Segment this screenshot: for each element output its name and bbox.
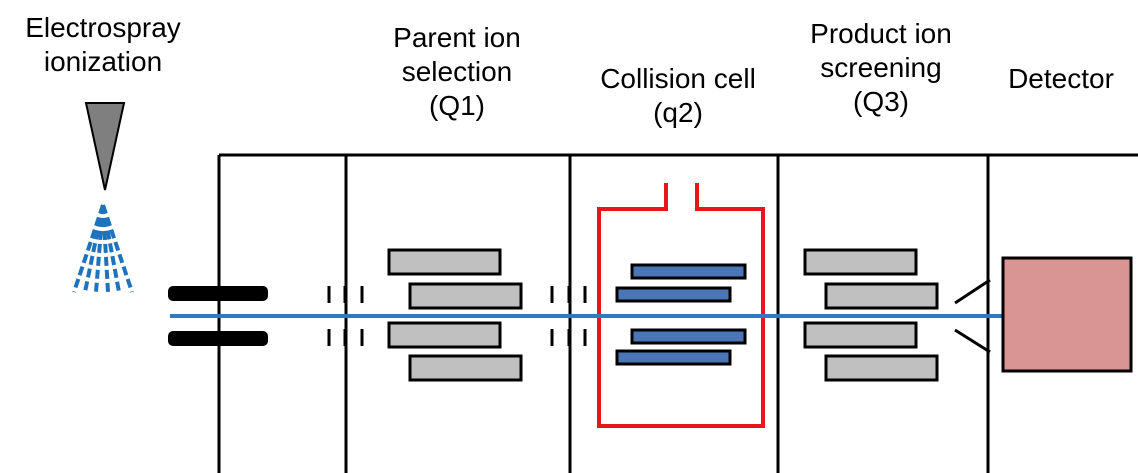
q3-quadrupole-rods bbox=[803, 248, 939, 382]
detector-block-icon bbox=[1001, 256, 1133, 373]
label-detector: Detector bbox=[984, 62, 1138, 96]
entrance-plate-top bbox=[168, 286, 268, 301]
label-q1-line-2: selection bbox=[401, 56, 513, 87]
ion-lens-pair-1 bbox=[327, 286, 364, 346]
label-q3-line-2: screening bbox=[820, 52, 942, 83]
label-q3-line-1: Product ion bbox=[810, 18, 952, 49]
label-electrospray-line-1: Electrospray bbox=[25, 12, 181, 43]
label-detector-line-1: Detector bbox=[1008, 63, 1114, 94]
label-q1-line-3: (Q1) bbox=[429, 90, 485, 121]
label-electrospray: Electrospray ionization bbox=[0, 11, 206, 79]
ion-lens-pair-2 bbox=[550, 286, 587, 346]
q1-quadrupole-rods bbox=[387, 248, 523, 382]
q2-collision-rods bbox=[615, 263, 747, 366]
label-product-ion-screening: Product ion screening (Q3) bbox=[780, 17, 982, 119]
label-parent-ion-selection: Parent ion selection (Q1) bbox=[372, 21, 542, 123]
detector-entrance-cone bbox=[954, 278, 991, 354]
label-q3-line-3: (Q3) bbox=[853, 86, 909, 117]
electrospray-needle-icon bbox=[84, 102, 126, 191]
collision-cell-enclosure bbox=[597, 183, 765, 428]
label-electrospray-line-2: ionization bbox=[43, 46, 163, 77]
label-q2-line-1: Collision cell bbox=[600, 63, 756, 94]
label-q1-line-1: Parent ion bbox=[393, 22, 521, 53]
spray-plume-icon bbox=[72, 204, 134, 293]
entrance-plate-bottom bbox=[168, 331, 268, 346]
label-collision-cell: Collision cell (q2) bbox=[575, 62, 781, 130]
label-q2-line-2: (q2) bbox=[653, 97, 703, 128]
